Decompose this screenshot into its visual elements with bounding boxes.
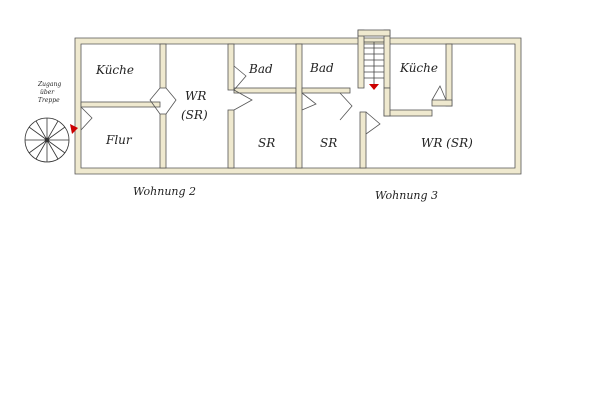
staircase: [364, 41, 384, 84]
room-wr-w3: WR (SR): [421, 136, 473, 150]
access-note-line1: Zugang: [37, 81, 61, 88]
walls: [74, 29, 522, 175]
caption-wohnung-3: Wohnung 3: [375, 189, 438, 202]
room-sr-w2: SR: [258, 136, 275, 150]
door-swings: [80, 65, 447, 135]
room-bad-w3: Bad: [309, 61, 334, 75]
room-wr-w2-line1: WR: [185, 89, 206, 103]
room-sr-w3: SR: [320, 136, 337, 150]
room-bad-w2: Bad: [248, 62, 273, 76]
room-flur: Flur: [105, 133, 133, 147]
staircase-arrow-icon: [369, 84, 379, 90]
access-note-line3: Treppe: [38, 97, 60, 104]
room-kueche-w3: Küche: [399, 61, 438, 75]
room-kueche-w2: Küche: [95, 63, 134, 77]
access-note-line2: über: [40, 89, 55, 96]
spiral-staircase-icon: [24, 117, 70, 163]
caption-wohnung-2: Wohnung 2: [133, 185, 196, 198]
room-wr-w2-line2: (SR): [181, 108, 208, 122]
entry-arrow-icon: [70, 124, 78, 134]
